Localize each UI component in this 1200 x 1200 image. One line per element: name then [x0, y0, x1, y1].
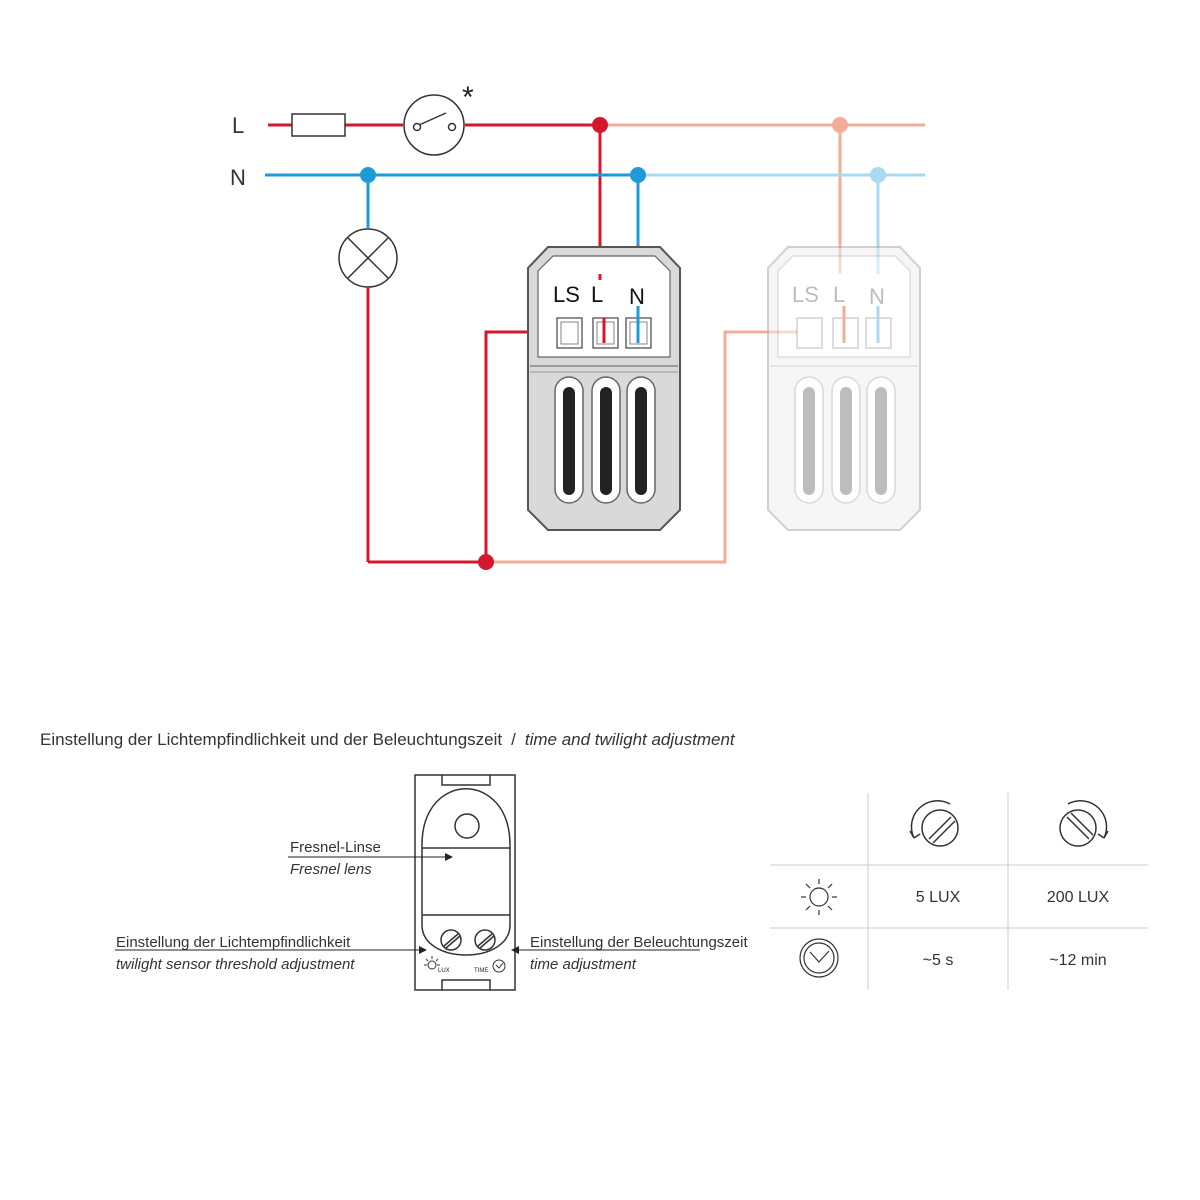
device-sun-icon [424, 956, 440, 970]
time-min-value: ~5 s [923, 952, 954, 969]
junction-dot-line [592, 117, 608, 133]
terminal-ls-label: LS [553, 282, 580, 307]
twilight-label-de: Einstellung der Lichtempfindlichkeit [116, 934, 351, 951]
caption-de: Einstellung der Lichtempfindlichkeit und… [40, 730, 503, 749]
lux-max-value: 200 LUX [1047, 889, 1110, 906]
clock-icon [799, 938, 839, 978]
sensor-front-view [414, 774, 516, 991]
counterclockwise-rotation-icon [909, 800, 959, 847]
junction-dot-line-faded [832, 117, 848, 133]
sensor-module-secondary: LS L N [767, 246, 921, 531]
clockwise-rotation-icon [1059, 800, 1109, 847]
twilight-label-en: twilight sensor threshold adjustment [116, 956, 355, 973]
caption-separator: / [511, 730, 516, 749]
junction-dot-neutral [630, 167, 646, 183]
time-screw-icon[interactable] [474, 929, 496, 951]
lens-label-en: Fresnel lens [290, 861, 372, 878]
settings-table-grid [770, 793, 1148, 990]
time-max-value: ~12 min [1049, 952, 1106, 969]
switch-icon [403, 94, 465, 156]
device-time-label: TIME [474, 968, 488, 974]
sun-icon [801, 879, 837, 915]
terminal-ls-label-secondary: LS [792, 282, 819, 307]
device-lux-label: LUX [438, 968, 450, 974]
fuse-icon [291, 113, 346, 137]
time-label-de: Einstellung der Beleuchtungszeit [530, 934, 748, 951]
junction-dot-load [478, 554, 494, 570]
device-clock-icon [492, 959, 506, 973]
load-wire-faded [486, 330, 797, 564]
lux-min-value: 5 LUX [916, 889, 961, 906]
lens-label-de: Fresnel-Linse [290, 839, 381, 856]
terminal-l-label-secondary: L [833, 282, 845, 307]
adjustment-caption: Einstellung der Lichtempfindlichkeit und… [40, 730, 735, 750]
junction-dot-neutral-lamp [360, 167, 376, 183]
neutral-label: N [230, 165, 246, 190]
lux-screw-icon[interactable] [440, 929, 462, 951]
line-label: L [232, 113, 244, 138]
sensor-module-primary: LS L N [527, 246, 681, 531]
terminal-n-label: N [629, 284, 645, 309]
junction-dot-neutral-faded [870, 167, 886, 183]
terminal-n-label-secondary: N [869, 284, 885, 309]
lamp-icon [338, 228, 398, 288]
time-label-en: time adjustment [530, 956, 637, 973]
caption-en: time and twilight adjustment [524, 730, 735, 749]
switch-note: * [462, 81, 474, 114]
terminal-l-label: L [591, 282, 603, 307]
